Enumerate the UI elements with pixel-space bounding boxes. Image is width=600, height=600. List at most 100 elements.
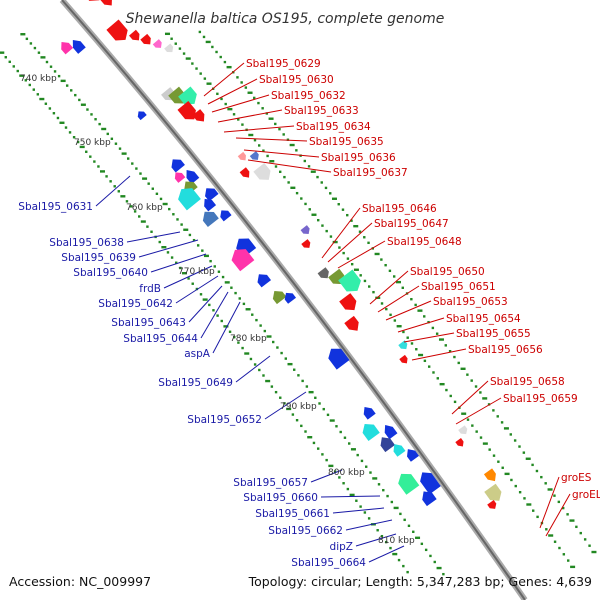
gene-label-sbal195-0648[interactable]: Sbal195_0648 [387,236,462,248]
leader-line [320,495,381,498]
tick-mark [390,500,394,504]
gene-label-aspa[interactable]: aspA [184,348,211,360]
tick-mark [414,303,417,307]
gene-feature[interactable] [58,39,74,55]
gene-label-frdb[interactable]: frdB [139,283,161,295]
gene-label-sbal195-0637[interactable]: Sbal195_0637 [333,167,408,179]
gene-feature[interactable] [174,183,201,211]
gene-feature[interactable] [419,488,437,507]
gene-label-sbal195-0658[interactable]: Sbal195_0658 [490,376,565,388]
gene-feature[interactable] [254,271,272,288]
gene-label-sbal195-0650[interactable]: Sbal195_0650 [410,266,485,278]
gene-feature[interactable] [300,225,312,236]
gene-feature[interactable] [417,468,441,495]
gene-feature[interactable] [395,469,420,495]
gene-label-sbal195-0646[interactable]: Sbal195_0646 [362,203,437,215]
gene-feature[interactable] [199,207,219,228]
gene-label-groel[interactable]: groEL [572,489,600,501]
gene-feature[interactable] [458,425,469,436]
gene-feature[interactable] [152,39,164,50]
gene-label-dipz[interactable]: dipZ [330,541,353,553]
gene-label-sbal195-0659[interactable]: Sbal195_0659 [503,393,578,405]
gene-label-sbal195-0631[interactable]: Sbal195_0631 [18,201,93,213]
gene-label-sbal195-0636[interactable]: Sbal195_0636 [321,152,396,164]
gene-feature[interactable] [135,109,147,121]
gene-feature[interactable] [183,167,200,185]
gene-feature[interactable] [399,354,409,366]
gene-label-sbal195-0633[interactable]: Sbal195_0633 [284,105,359,117]
gene-feature[interactable] [168,156,185,173]
gene-feature[interactable] [129,29,142,43]
gene-label-sbal195-0653[interactable]: Sbal195_0653 [433,296,508,308]
gene-feature[interactable] [106,19,131,46]
tick-mark [228,330,232,333]
gene-label-sbal195-0657[interactable]: Sbal195_0657 [233,477,308,489]
gene-label-sbal195-0655[interactable]: Sbal195_0655 [456,328,531,340]
gene-label-sbal195-0638[interactable]: Sbal195_0638 [49,237,124,249]
gene-feature[interactable] [201,196,217,212]
gene-feature[interactable] [228,244,255,272]
gene-label-sbal195-0634[interactable]: Sbal195_0634 [296,121,371,133]
gene-label-sbal195-0656[interactable]: Sbal195_0656 [468,344,543,356]
gene-label-sbal195-0662[interactable]: Sbal195_0662 [268,525,343,537]
gene-label-sbal195-0654[interactable]: Sbal195_0654 [446,313,521,325]
gene-feature[interactable] [339,293,360,314]
gene-feature[interactable] [178,86,201,109]
gene-feature[interactable] [172,169,186,183]
gene-label-sbal195-0647[interactable]: Sbal195_0647 [374,218,449,230]
gene-label-sbal195-0652[interactable]: Sbal195_0652 [187,414,262,426]
gene-label-sbal195-0629[interactable]: Sbal195_0629 [246,58,321,70]
tick-mark [579,531,582,535]
gene-feature[interactable] [404,446,419,462]
gene-feature[interactable] [249,151,261,162]
tick-mark [308,390,314,394]
gene-feature[interactable] [140,33,153,47]
gene-feature[interactable] [69,37,86,54]
gene-label-sbal195-0639[interactable]: Sbal195_0639 [61,252,136,264]
gene-feature[interactable] [483,468,499,484]
gene-feature[interactable] [253,162,274,184]
tick-mark [168,207,171,211]
gene-label-sbal195-0661[interactable]: Sbal195_0661 [255,508,330,520]
gene-feature[interactable] [377,434,395,453]
gene-feature[interactable] [239,167,252,180]
gene-feature[interactable] [217,207,232,222]
gene-feature[interactable] [237,151,248,163]
gene-feature[interactable] [338,269,364,296]
gene-feature[interactable] [164,43,175,54]
gene-feature[interactable] [177,101,199,124]
gene-feature[interactable] [455,438,465,449]
tick-mark [320,181,323,184]
gene-feature[interactable] [301,239,312,250]
tick-mark [245,308,251,311]
gene-feature[interactable] [484,483,505,505]
gene-feature[interactable] [317,267,332,281]
gene-label-sbal195-0630[interactable]: Sbal195_0630 [259,74,334,86]
gene-label-sbal195-0660[interactable]: Sbal195_0660 [243,492,318,504]
tick-mark [331,197,337,200]
gene-feature[interactable] [325,344,350,370]
gene-feature[interactable] [282,290,297,304]
gene-label-sbal195-0664[interactable]: Sbal195_0664 [291,557,366,569]
gene-label-sbal195-0649[interactable]: Sbal195_0649 [158,377,233,389]
gene-feature[interactable] [381,422,398,440]
gene-label-sbal195-0651[interactable]: Sbal195_0651 [421,281,496,293]
gene-label-sbal195-0643[interactable]: Sbal195_0643 [111,317,186,329]
gene-label-sbal195-0640[interactable]: Sbal195_0640 [73,267,148,279]
gene-feature[interactable] [359,420,380,441]
tick-mark [39,97,45,101]
gene-label-sbal195-0635[interactable]: Sbal195_0635 [309,136,384,148]
gene-feature[interactable] [100,0,115,9]
gene-feature[interactable] [192,109,207,125]
gene-feature[interactable] [270,287,287,305]
gene-feature[interactable] [398,340,409,351]
gene-label-sbal195-0644[interactable]: Sbal195_0644 [123,333,198,345]
gene-label-groes[interactable]: groES [561,472,592,484]
gene-label-sbal195-0642[interactable]: Sbal195_0642 [98,298,173,310]
gene-feature[interactable] [487,500,498,511]
gene-feature[interactable] [344,315,362,334]
gene-label-sbal195-0632[interactable]: Sbal195_0632 [271,90,346,102]
gene-feature[interactable] [361,404,376,420]
gene-feature[interactable] [390,441,406,457]
gene-feature[interactable] [202,184,219,202]
